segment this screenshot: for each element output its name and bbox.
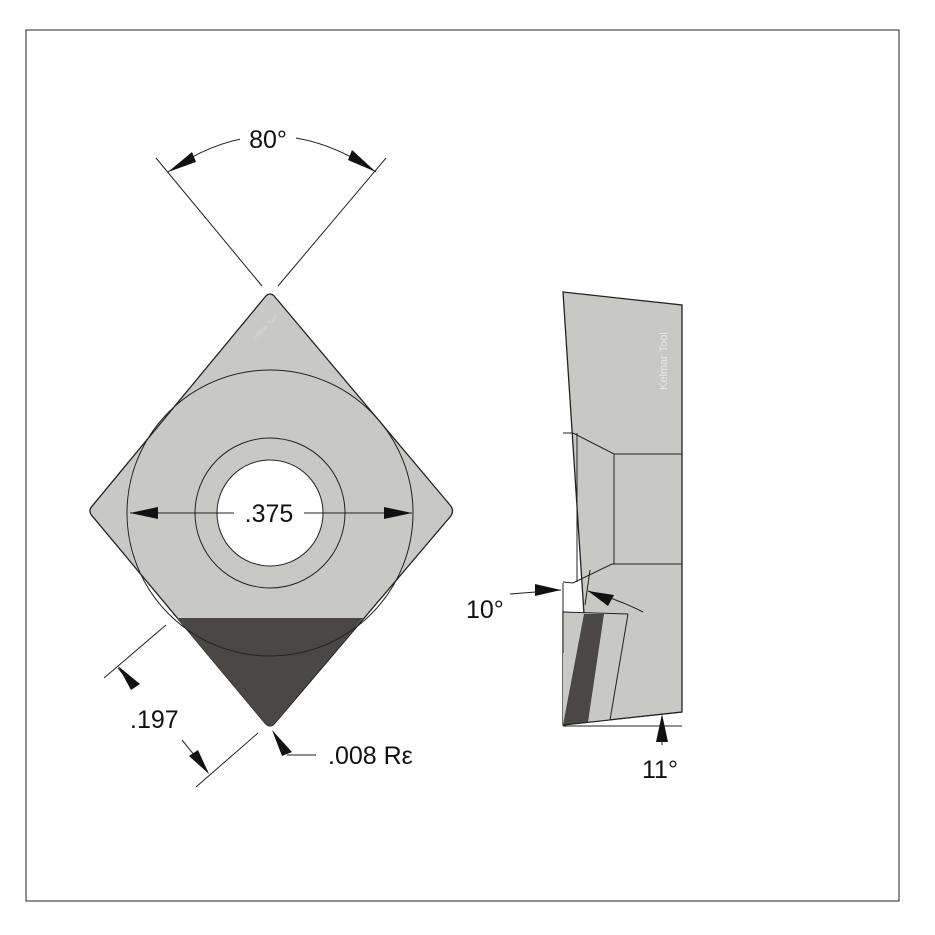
angle-dimension-10: 10°	[466, 569, 644, 624]
angle-dimension-80: 80°	[155, 122, 387, 287]
drawing-border	[25, 29, 900, 902]
hole-diameter-label: .375	[245, 500, 294, 528]
side-tip	[563, 614, 604, 725]
edge-length-label: .197	[130, 706, 179, 734]
corner-radius-dimension: .008 Rε	[272, 730, 413, 770]
arrowhead	[168, 152, 196, 172]
edge-length-dimension: .197	[103, 624, 259, 788]
arrowhead	[348, 150, 376, 172]
cbn-tip	[177, 618, 363, 726]
corner-radius-label: .008 Rε	[328, 742, 413, 770]
angle-dimension-11: 11°	[563, 714, 682, 784]
insert-side-view: Kelmar Tool	[562, 291, 683, 726]
top-clearance-label: 10°	[466, 596, 504, 624]
hole-dimension: .375	[130, 497, 412, 529]
side-clearance-label: 11°	[642, 756, 678, 784]
angle-label: 80°	[249, 126, 287, 154]
inscribed-circle	[126, 369, 414, 657]
watermark-text: Kelmar Tool	[658, 332, 670, 390]
